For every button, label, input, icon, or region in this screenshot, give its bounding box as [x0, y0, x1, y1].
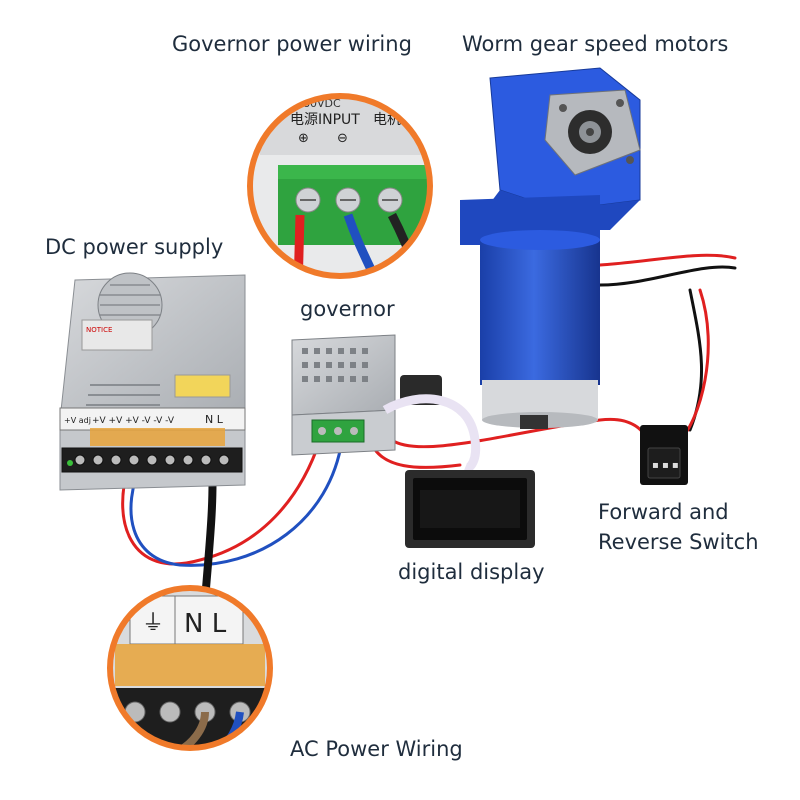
motor-lead-red [598, 253, 737, 267]
psu-nl-label: N L [205, 413, 224, 426]
svg-text:▪ ▪ ▪: ▪ ▪ ▪ [652, 460, 679, 471]
worm-gear-motor [460, 67, 641, 429]
governor-wiring-callout: 12-80VDC 电源INPUT 电机M ⊕ ⊖ [247, 93, 433, 279]
psu-power-led [67, 460, 73, 466]
psu-screw-terminals [61, 447, 243, 473]
label-dc-power-supply: DC power supply [45, 235, 224, 259]
digital-display [405, 470, 535, 548]
label-digital-display: digital display [398, 560, 545, 584]
label-worm-gear-motor: Worm gear speed motors [462, 32, 729, 56]
ac-nl-label: N L [184, 609, 227, 639]
motor-body [480, 240, 600, 385]
governor-unit [291, 334, 481, 473]
red-wire-psu-to-governor [121, 438, 322, 566]
motor-lead-black [598, 265, 737, 287]
governor-input-text: 电源INPUT [290, 112, 360, 128]
label-governor: governor [300, 297, 395, 321]
psu-adj-label: +V adj [64, 416, 91, 425]
ac-ground-symbol: ⏚ [142, 611, 164, 636]
governor-minus-symbol: ⊖ [337, 131, 348, 146]
label-governor-power-wiring: Governor power wiring [172, 32, 412, 56]
forward-reverse-switch: ▪ ▪ ▪ [640, 425, 688, 485]
governor-plus-symbol: ⊕ [298, 131, 309, 146]
dc-power-supply: NOTICE +V adj +V +V +V -V -V -V N L [59, 272, 246, 491]
label-forward-line: Forward and [598, 500, 729, 524]
label-reverse-line: Reverse Switch [598, 530, 759, 554]
label-ac-power-wiring: AC Power Wiring [290, 737, 463, 761]
ribbon-cable [382, 394, 481, 473]
ac-wiring-callout: ⏚ N L [107, 585, 273, 751]
psu-output-labels: +V +V +V -V -V -V [92, 416, 175, 426]
blue-wire-psu-to-governor [129, 438, 344, 567]
psu-notice-text: NOTICE [86, 326, 112, 334]
label-forward-reverse-switch: Forward and Reverse Switch [598, 497, 759, 557]
